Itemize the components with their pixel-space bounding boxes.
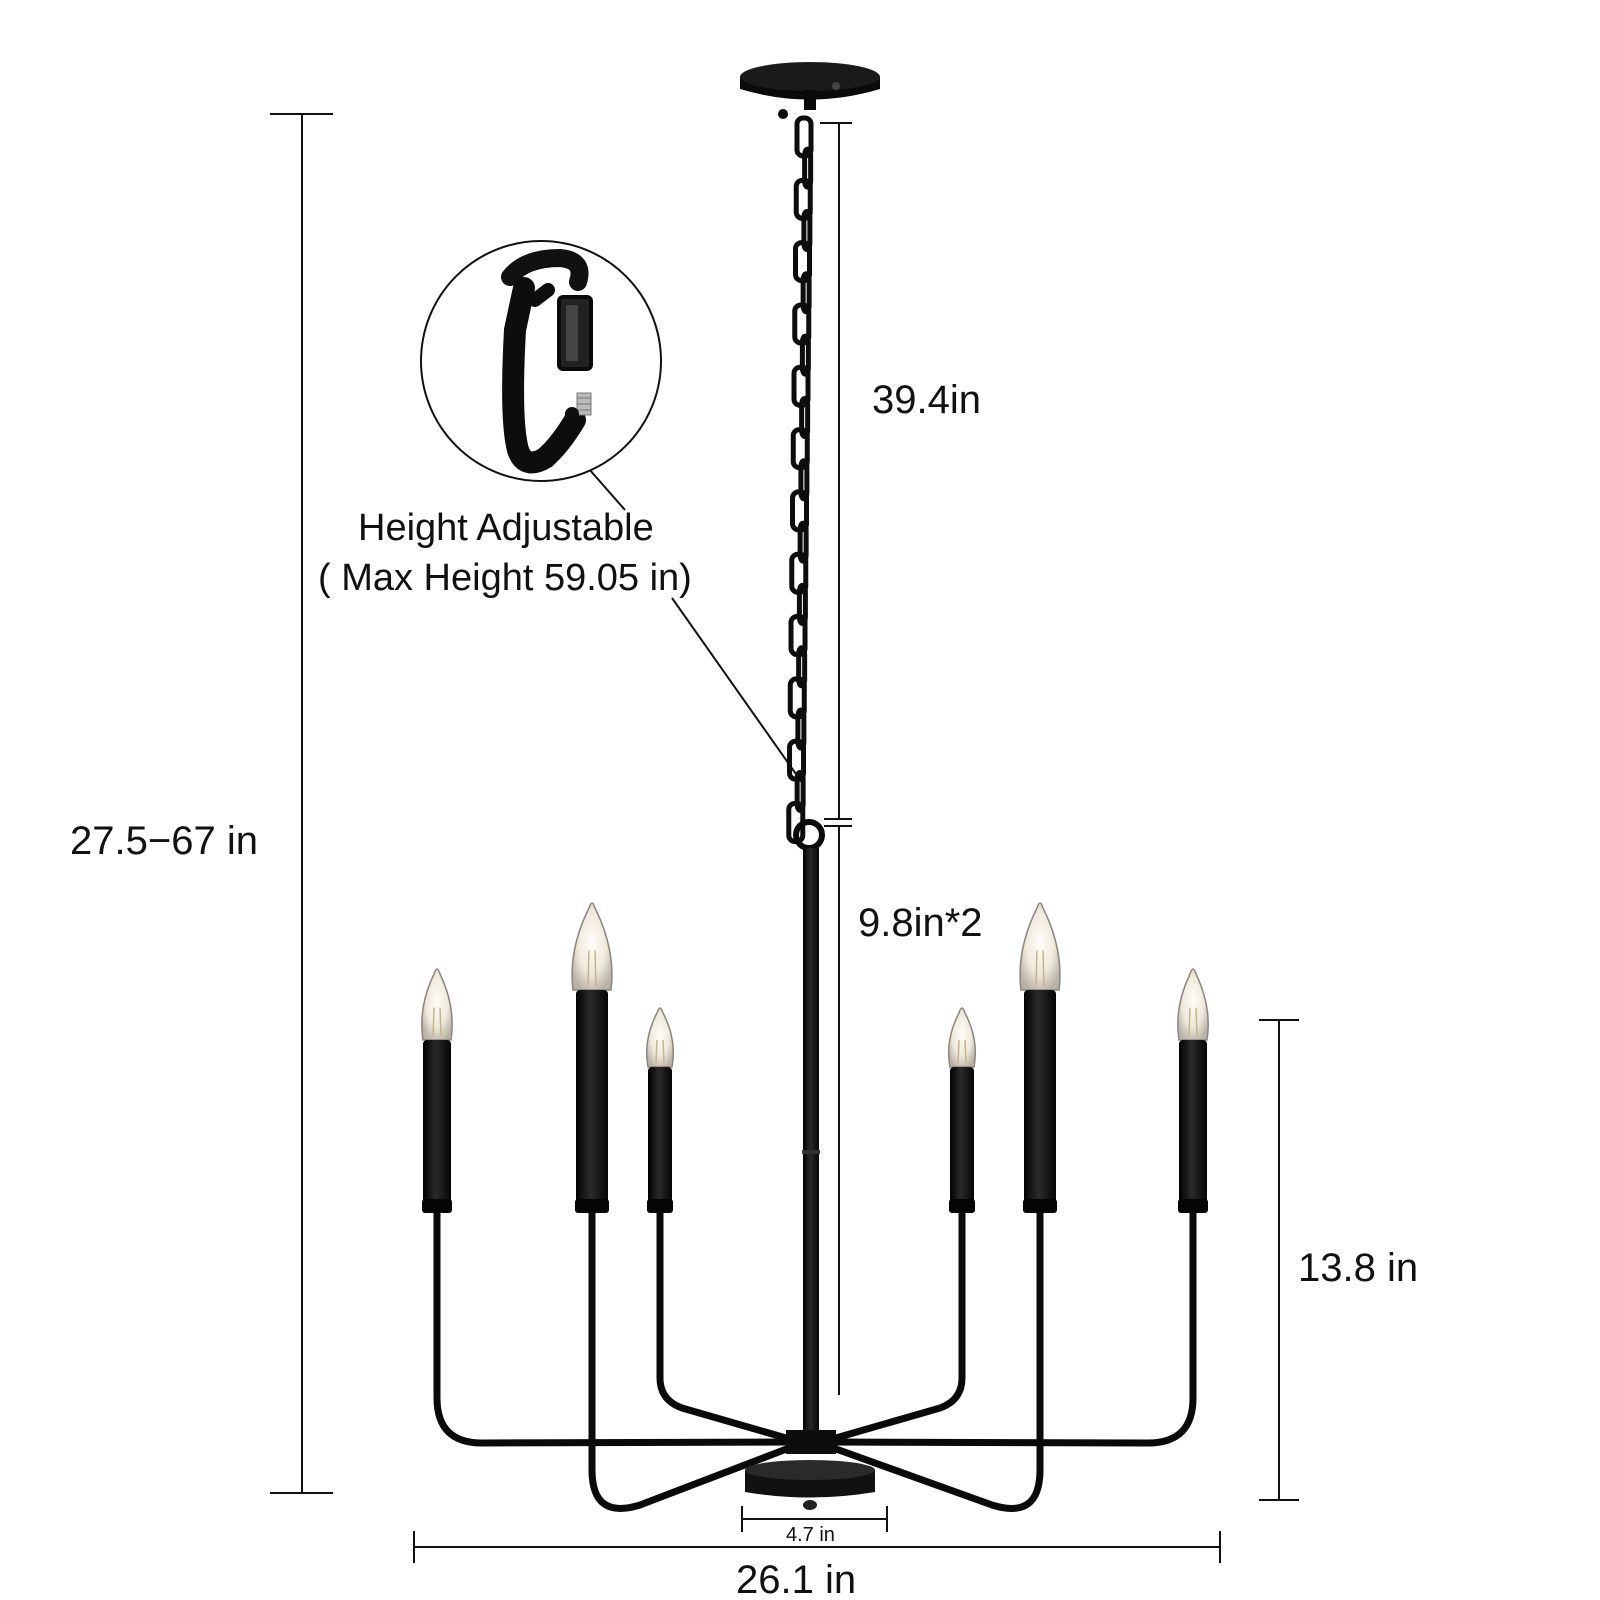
- bulb-filament: [1188, 1007, 1198, 1037]
- candle-sleeve: [1179, 1040, 1207, 1213]
- candle-cup: [575, 1199, 609, 1213]
- light-bulb: [421, 968, 453, 1041]
- candle-3: [645, 1007, 675, 1213]
- chain-link: [800, 271, 812, 315]
- bulb-filament: [1035, 950, 1045, 987]
- chain-link: [797, 520, 809, 564]
- bulb-filament: [587, 950, 597, 987]
- overall-height-label: 27.5−67 in: [70, 819, 258, 863]
- candle-sleeve: [423, 1040, 451, 1213]
- light-bulb: [571, 902, 613, 991]
- chain-hook-inset: [420, 240, 662, 482]
- light-bulb: [1019, 902, 1061, 991]
- candle-sleeve: [1024, 990, 1056, 1213]
- dimension-lines: [270, 113, 1299, 1563]
- candle-cup: [949, 1199, 975, 1213]
- height-adjustable-label: Height Adjustable: [358, 507, 654, 549]
- chain-link: [799, 395, 811, 439]
- arm-6: [821, 1209, 1197, 1447]
- chain-link: [794, 769, 806, 813]
- bottom-hub: [745, 1430, 875, 1510]
- candle-sleeve: [648, 1067, 672, 1213]
- chain-length-label: 39.4in: [872, 378, 981, 422]
- chain-link: [799, 333, 811, 377]
- candle-6: [1177, 968, 1209, 1213]
- chain-hook-icon: [501, 248, 593, 474]
- candle-2: [571, 902, 613, 1213]
- chain-link: [795, 707, 807, 751]
- candle-cup: [647, 1199, 673, 1213]
- center-rod: [802, 848, 820, 1443]
- arm-5: [821, 1209, 1044, 1512]
- callout-pointer-line: [588, 468, 804, 785]
- bulb-filament: [655, 1039, 665, 1064]
- rod-length-label: 9.8in*2: [858, 901, 983, 945]
- rod-hook-ring: [793, 819, 825, 851]
- light-bulb: [947, 1007, 977, 1068]
- canopy-width-label: 4.7 in: [786, 1524, 835, 1546]
- light-bulb: [1177, 968, 1209, 1041]
- bulb-filament: [432, 1007, 442, 1037]
- chain-link: [796, 582, 808, 626]
- candle-cup: [1023, 1199, 1057, 1213]
- chain-length-dimension-line: [820, 122, 852, 827]
- max-height-label: ( Max Height 59.05 in): [318, 557, 692, 599]
- bulb-filament: [957, 1039, 967, 1064]
- chain-link: [798, 458, 810, 502]
- body-height-dimension-line: [1259, 1019, 1299, 1501]
- chain: [786, 115, 814, 845]
- candle-cup: [422, 1199, 452, 1213]
- candles: [421, 902, 1209, 1213]
- candle-5: [1019, 902, 1061, 1213]
- candle-sleeve: [576, 990, 608, 1213]
- canopy-width-dimension-line: [741, 1506, 888, 1532]
- ceiling-canopy: [740, 62, 880, 119]
- overall-height-dimension-line: [270, 113, 333, 1494]
- candle-1: [421, 968, 453, 1213]
- candle-sleeve: [950, 1067, 974, 1213]
- arm-3: [656, 1209, 804, 1446]
- arm-1: [433, 1209, 801, 1447]
- light-bulb: [645, 1007, 675, 1068]
- body-height-label: 13.8 in: [1298, 1246, 1418, 1290]
- candle-cup: [1178, 1199, 1208, 1213]
- overall-width-label: 26.1 in: [736, 1558, 856, 1600]
- chain-link: [801, 208, 813, 252]
- chandelier: [421, 62, 1209, 1512]
- overall-width-dimension-line: [413, 1531, 1221, 1563]
- arms: [433, 1209, 1197, 1512]
- chain-link: [796, 645, 808, 689]
- arm-4: [818, 1209, 966, 1446]
- candle-4: [947, 1007, 977, 1213]
- arm-2: [588, 1209, 801, 1512]
- chain-link: [802, 146, 814, 190]
